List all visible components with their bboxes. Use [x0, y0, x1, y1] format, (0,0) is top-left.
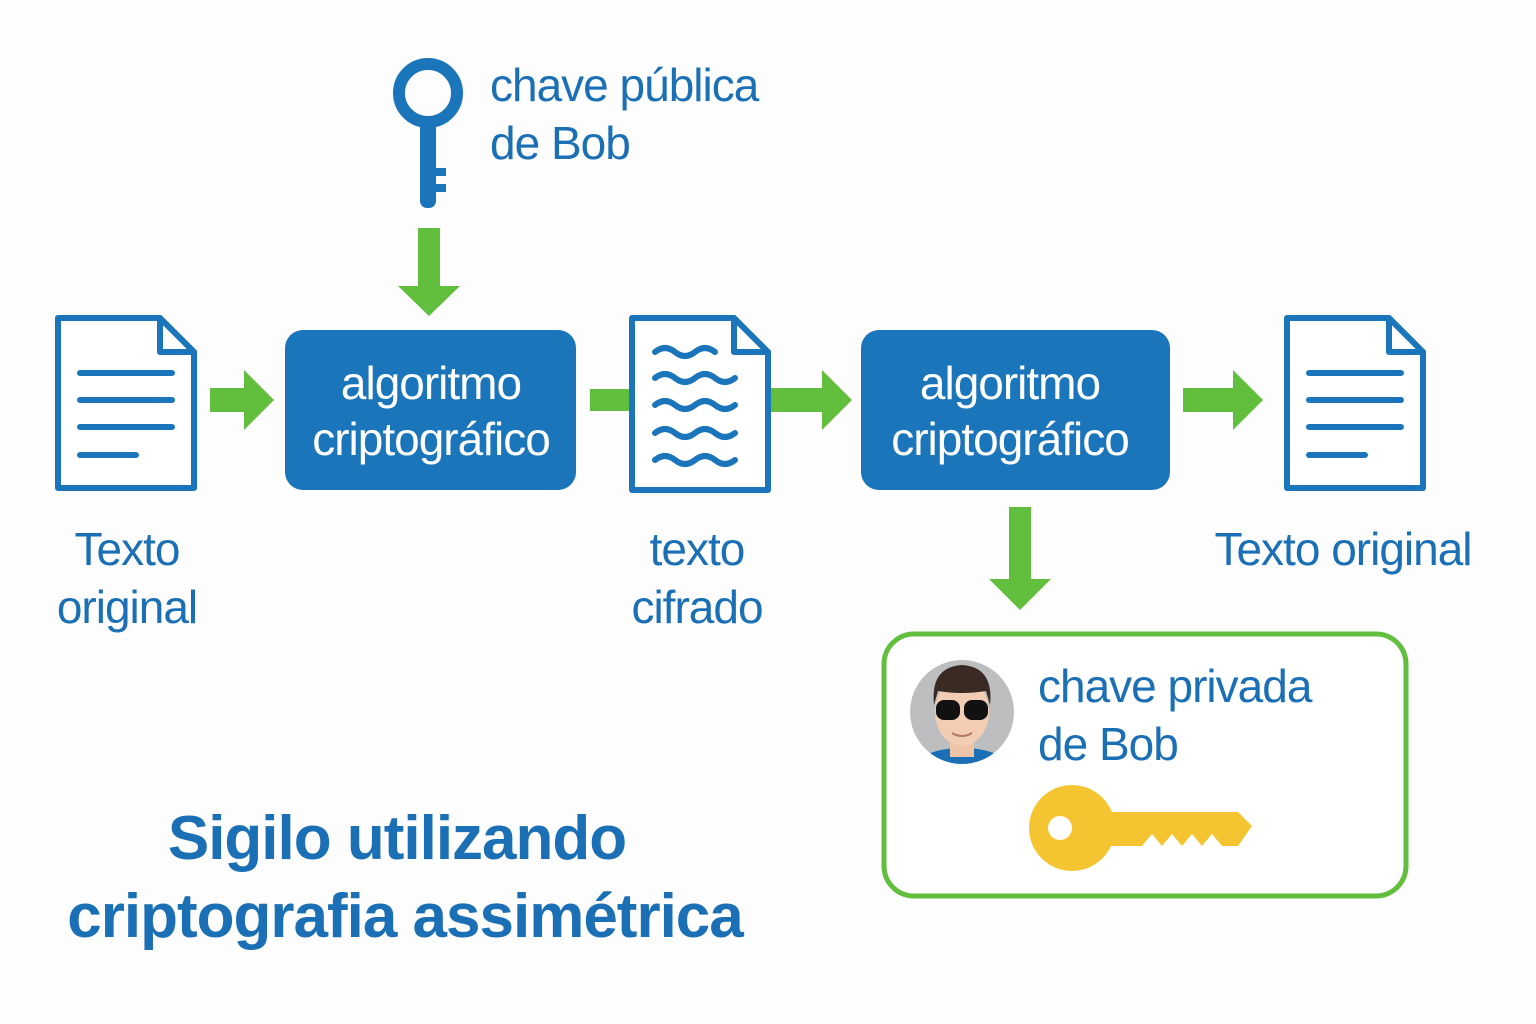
- algorithm-box-1-label-1: algoritmo: [340, 357, 522, 409]
- arrow-right-2: [770, 370, 852, 430]
- private-key-icon: [1029, 785, 1252, 871]
- arrow-right-3: [1183, 370, 1263, 430]
- algorithm-box-1: [285, 330, 576, 490]
- private-key-box: [881, 631, 1409, 899]
- algorithm-box-2-label-2: criptográfico: [891, 413, 1130, 465]
- arrow-down-private: [989, 507, 1051, 610]
- title-line-1: Sigilo utilizando: [167, 804, 627, 873]
- document-icon: [1284, 315, 1426, 491]
- doc1-label-2: original: [56, 581, 198, 633]
- document-icon: [55, 315, 197, 491]
- arrow-down-key: [398, 228, 460, 316]
- public-key-icon: [393, 58, 463, 208]
- title-line-2: criptografia assimétrica: [67, 882, 744, 951]
- private-key-label-2: de Bob: [1038, 718, 1179, 770]
- doc3-label: Texto original: [1214, 523, 1472, 575]
- doc1-label-1: Texto: [74, 523, 181, 575]
- ciphertext-document-icon: [629, 315, 771, 493]
- algorithm-box-1-label-2: criptográfico: [312, 413, 551, 465]
- doc2-label-2: cifrado: [631, 581, 763, 633]
- connector-line: [590, 389, 632, 411]
- private-key-label-1: chave privada: [1038, 660, 1312, 712]
- arrow-right-1: [210, 370, 274, 430]
- public-key-label-2: de Bob: [490, 117, 631, 169]
- algorithm-box-2: [861, 330, 1170, 490]
- public-key-label-1: chave pública: [490, 59, 759, 111]
- algorithm-box-2-label-1: algoritmo: [919, 357, 1101, 409]
- doc2-label-1: texto: [649, 523, 746, 575]
